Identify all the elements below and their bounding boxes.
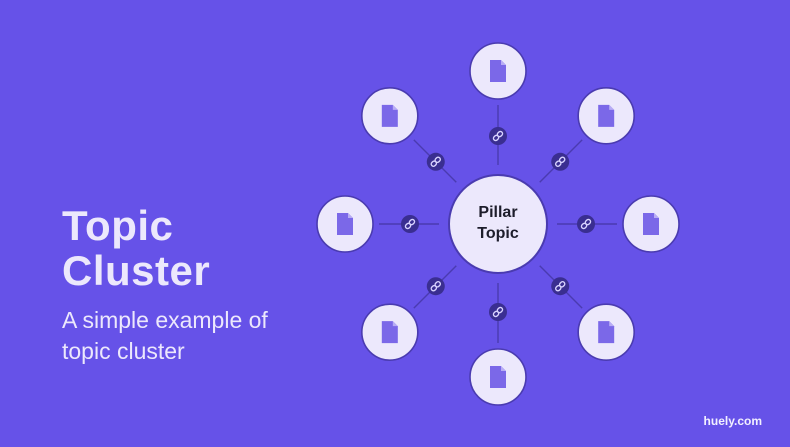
connectors xyxy=(379,105,617,343)
outer-nodes xyxy=(316,42,680,406)
link-icon xyxy=(577,215,595,233)
link-icon xyxy=(551,277,570,296)
subtopic-node-bottom-right xyxy=(577,303,635,361)
document-icon xyxy=(337,213,353,235)
subtopic-node-top-left xyxy=(361,87,419,145)
title-line-1: Topic xyxy=(62,202,174,249)
pillar-topic-label-line-1: Pillar xyxy=(478,204,517,221)
subtopic-node-left xyxy=(316,195,374,253)
pillar-topic-node: Pillar Topic xyxy=(448,174,548,274)
subtitle-line-2: topic cluster xyxy=(62,338,185,364)
title-block: Topic Cluster A simple example of topic … xyxy=(62,203,268,367)
title-line-2: Cluster xyxy=(62,247,211,294)
document-icon xyxy=(381,321,398,344)
link-icon xyxy=(426,152,445,171)
subtopic-node-top xyxy=(469,42,527,100)
link-icon xyxy=(551,152,570,171)
subtopic-node-right xyxy=(622,195,680,253)
link-icon xyxy=(489,127,507,145)
document-icon xyxy=(598,321,615,344)
subtitle: A simple example of topic cluster xyxy=(62,305,268,367)
subtopic-node-bottom xyxy=(469,348,527,406)
pillar-topic-circle xyxy=(448,174,548,274)
pillar-topic-label-line-2: Topic xyxy=(477,225,519,242)
link-icon xyxy=(401,215,419,233)
document-icon xyxy=(381,104,398,127)
link-icon xyxy=(426,277,445,296)
document-icon xyxy=(643,213,659,235)
subtopic-node-bottom-left xyxy=(361,303,419,361)
subtitle-line-1: A simple example of xyxy=(62,307,268,333)
subtopic-node-top-right xyxy=(577,87,635,145)
link-icon xyxy=(489,303,507,321)
document-icon xyxy=(598,104,615,127)
document-icon xyxy=(490,60,506,82)
document-icon xyxy=(490,366,506,388)
brand-watermark: huely.com xyxy=(703,414,762,428)
